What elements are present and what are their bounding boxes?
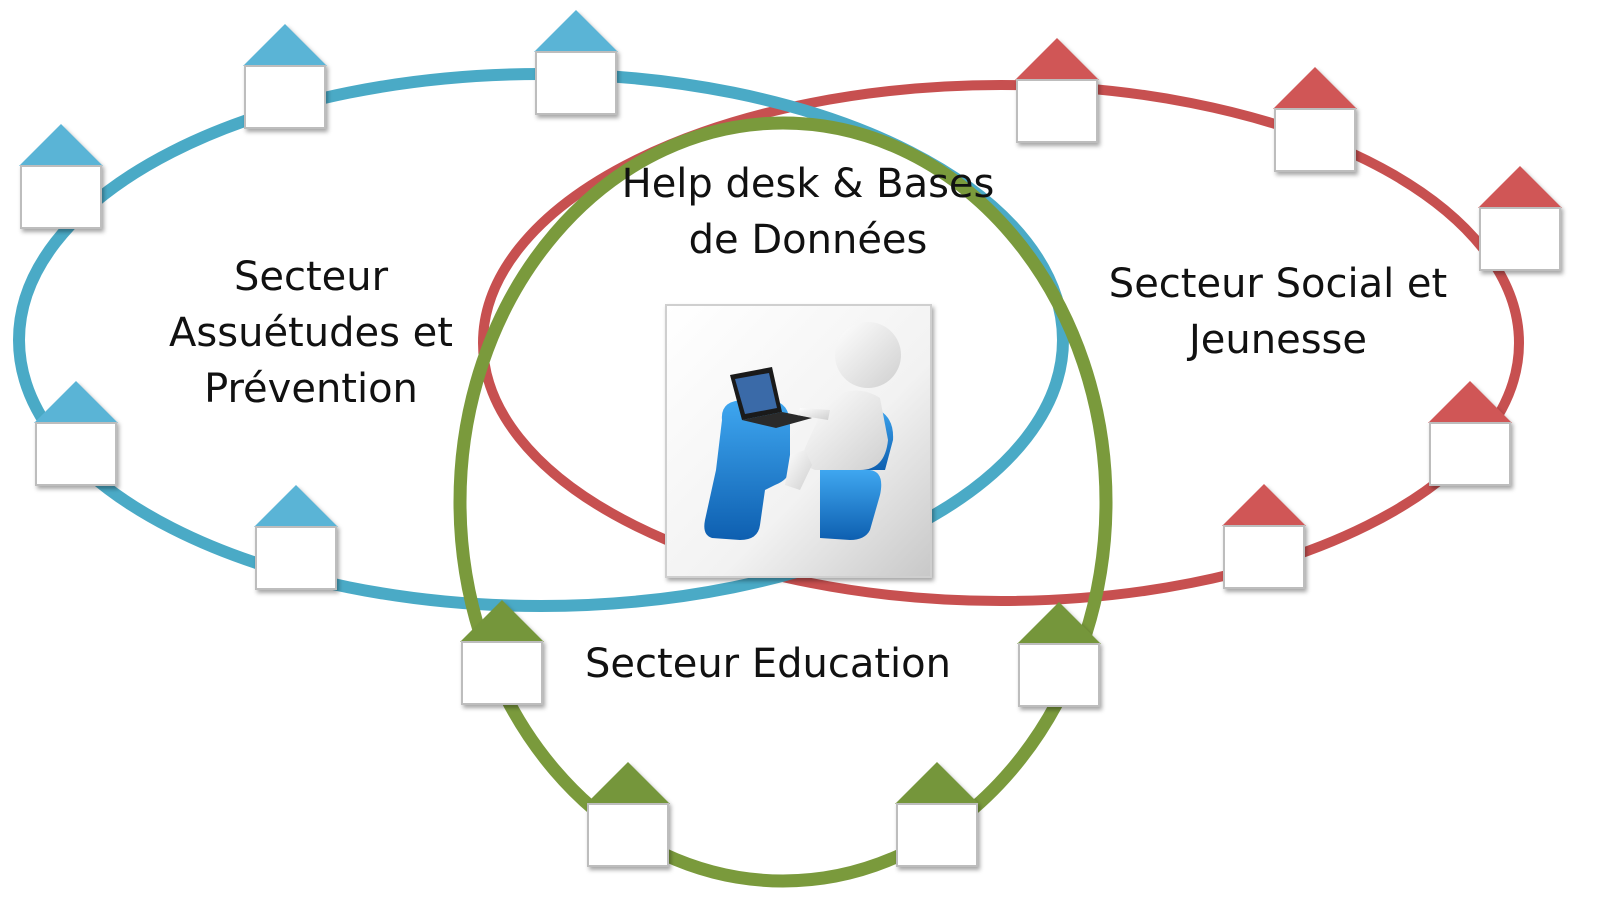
center-label: Help desk & Bases de Données [558,156,1058,268]
house-icon [1272,66,1358,172]
center-image [665,304,932,578]
house-icon [585,761,671,867]
house-icon [18,123,104,229]
house-icon [1014,37,1100,143]
house-icon [242,23,328,129]
sector-education-label: Secteur Education [568,636,968,692]
center-label-line-1: Help desk & Bases [621,161,995,207]
sector-assuetudes-line-2: Assuétudes et [169,310,453,356]
house-icon [533,9,619,115]
house-icon [33,380,119,486]
sector-social-line-2: Jeunesse [1188,317,1367,363]
person-at-laptop-icon [704,322,901,540]
house-icon [1427,380,1513,486]
house-icon [253,484,339,590]
sector-assuetudes-label: Secteur Assuétudes et Prévention [160,249,462,417]
house-icon [1221,483,1307,589]
sector-assuetudes-line-3: Prévention [204,366,418,412]
house-icon [1477,165,1563,271]
sector-education-line-1: Secteur Education [585,641,951,687]
center-label-line-2: de Données [688,217,928,263]
sector-social-label: Secteur Social et Jeunesse [1098,256,1458,368]
sector-assuetudes-line-1: Secteur [233,254,389,300]
ring-education [453,116,1113,888]
house-icon [894,761,980,867]
sector-social-line-1: Secteur Social et [1108,261,1448,307]
